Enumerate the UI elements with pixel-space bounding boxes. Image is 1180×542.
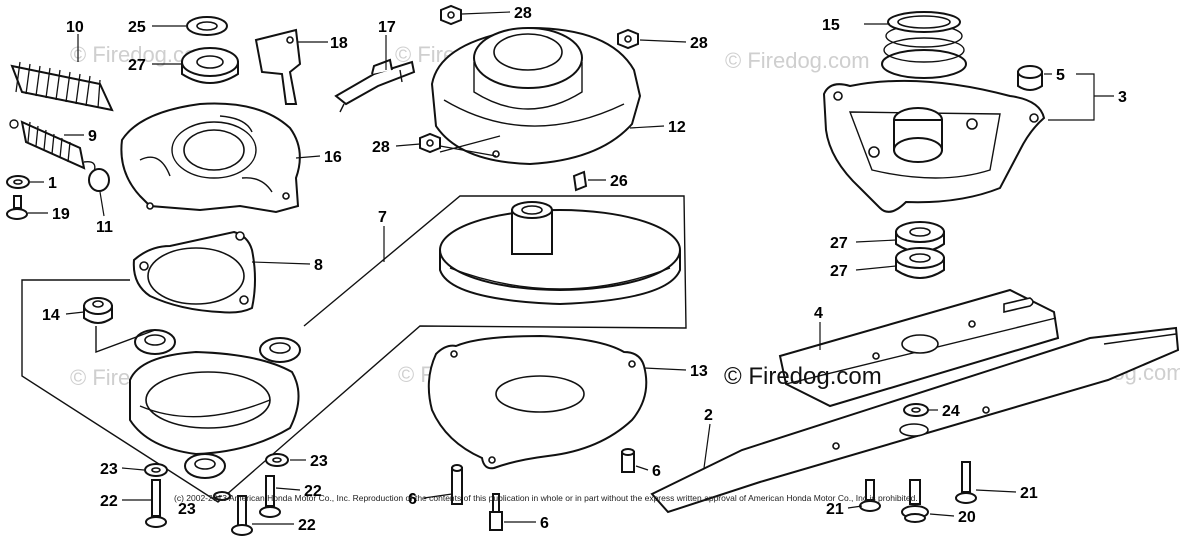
callout-19: 19 [52, 206, 70, 223]
washer-part-24 [903, 403, 929, 417]
stud-part-6 [489, 493, 503, 531]
bracket-part-18 [254, 28, 302, 105]
callout-27: 27 [830, 235, 848, 252]
callout-23: 23 [100, 461, 118, 478]
callout-24: 24 [942, 403, 960, 420]
callout-17: 17 [378, 19, 396, 36]
callout-10: 10 [66, 19, 84, 36]
washer-part-25 [186, 16, 228, 36]
housing-part-3 [822, 79, 1046, 213]
pulley [439, 201, 681, 306]
gasket-part-8 [132, 230, 256, 314]
plate-part-13 [427, 334, 648, 470]
callout-28: 28 [372, 139, 390, 156]
lower-plate [129, 329, 301, 479]
bolt-part-22 [145, 479, 167, 528]
seal-part-15 [881, 11, 967, 79]
callout-14: 14 [42, 307, 60, 324]
callout-27: 27 [830, 263, 848, 280]
callout-5: 5 [1056, 67, 1065, 84]
callout-12: 12 [668, 119, 686, 136]
callout-28: 28 [690, 35, 708, 52]
callout-21: 21 [1020, 485, 1038, 502]
callout-22: 22 [304, 483, 322, 500]
assembly-outline-part-7 [21, 195, 687, 503]
callout-3: 3 [1118, 89, 1127, 106]
blade-part-2 [650, 326, 1180, 514]
callout-23: 23 [178, 501, 196, 518]
plate-part-16 [120, 102, 301, 214]
watermark-main: © Firedog.com [724, 363, 882, 390]
bolt-part-20 [901, 479, 929, 523]
nut-part-28 [617, 28, 639, 50]
callout-16: 16 [324, 149, 342, 166]
callout-8: 8 [314, 257, 323, 274]
callout-15: 15 [822, 17, 840, 34]
callout-11: 11 [96, 219, 113, 236]
bolt-part-19 [6, 195, 28, 220]
callout-6: 6 [408, 491, 417, 508]
callout-6: 6 [652, 463, 661, 480]
callout-20: 20 [958, 509, 976, 526]
washer-part-23 [265, 453, 289, 467]
stud-part-6 [451, 464, 463, 505]
copyright-notice: (c) 2002-2013 American Honda Motor Co., … [174, 493, 918, 503]
callout-26: 26 [610, 173, 628, 190]
bearing-part-27 [895, 221, 945, 253]
washer-part-23 [144, 463, 168, 477]
callout-21: 21 [826, 501, 844, 518]
leader-lines [28, 11, 1114, 525]
clip-part-17 [334, 58, 416, 113]
callout-25: 25 [128, 19, 146, 36]
callout-numbers: 10 9 1 19 11 25 27 18 17 28 28 28 12 16 … [42, 5, 1127, 534]
callout-9: 9 [88, 128, 97, 145]
callout-28: 28 [514, 5, 532, 22]
bearing-part-27 [895, 247, 945, 279]
bolt-part-22 [231, 495, 253, 536]
callout-18: 18 [330, 35, 348, 52]
callout-6: 6 [540, 515, 549, 532]
bolt-part-21 [955, 461, 977, 504]
callout-22: 22 [100, 493, 118, 510]
bearing-part-27 [181, 47, 239, 84]
bushing-part-5 [1017, 65, 1043, 91]
callout-13: 13 [690, 363, 708, 380]
nut-part-28 [440, 4, 462, 26]
callout-1: 1 [48, 175, 57, 192]
bolt-part-22 [259, 475, 281, 518]
nut-part-14 [83, 297, 113, 324]
washer-part-1 [6, 175, 30, 189]
callout-4: 4 [814, 305, 823, 322]
adapter-part-4 [778, 288, 1060, 408]
nut-part-28 [419, 132, 441, 154]
callout-23: 23 [310, 453, 328, 470]
stud-part-6 [621, 448, 635, 473]
housing-part-12 [430, 26, 642, 166]
spring-part-9 [9, 119, 96, 173]
key-part-26 [572, 170, 588, 192]
callout-7: 7 [378, 209, 387, 226]
callout-2: 2 [704, 407, 713, 424]
callout-22: 22 [298, 517, 316, 534]
cap-part-11 [88, 168, 110, 192]
assembly-line [95, 326, 156, 354]
spring-part-10 [10, 61, 114, 112]
watermark-text: © Firedog.com [725, 48, 870, 73]
callout-27: 27 [128, 57, 146, 74]
